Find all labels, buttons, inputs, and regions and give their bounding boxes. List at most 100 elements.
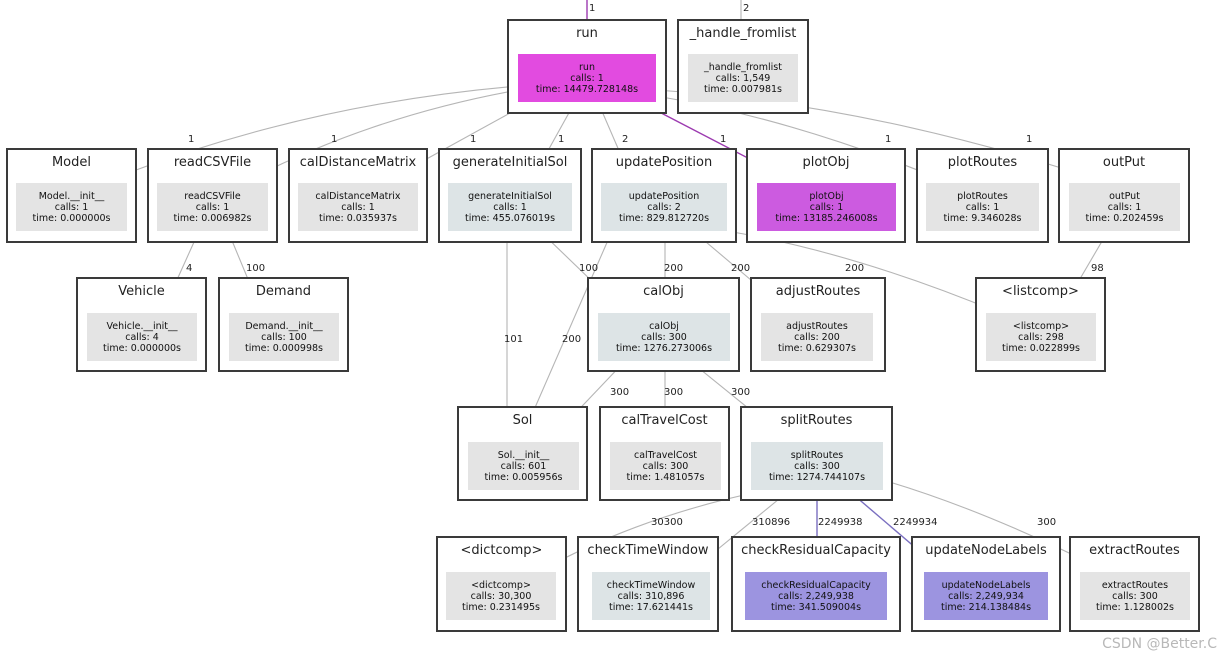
- edge-label-top2-to-handle: 2: [743, 3, 750, 14]
- node-name: readCSVFile: [184, 190, 241, 202]
- node-name: updatePosition: [628, 190, 700, 202]
- node-calls: calls: 2: [647, 201, 681, 213]
- node-name: calObj: [649, 320, 679, 332]
- frame-title: _handle_fromlist: [689, 26, 797, 41]
- edge-label-run-to-readcsv: 1: [331, 134, 338, 145]
- frame-title: calTravelCost: [621, 413, 708, 428]
- frame-title: Sol: [512, 413, 533, 428]
- edge-label-readcsv-to-demand: 100: [246, 263, 266, 274]
- frame-title: Vehicle: [118, 284, 165, 299]
- node-name: extractRoutes: [1101, 579, 1169, 591]
- edge-label-run-to-plotobj: 1: [720, 134, 727, 145]
- node-calls: calls: 300: [794, 460, 840, 472]
- node-name: updateNodeLabels: [941, 579, 1031, 591]
- frame-title: run: [576, 26, 598, 41]
- edge-label-output-to-listcomp: 98: [1091, 263, 1104, 274]
- node-time: time: 14479.728148s: [535, 83, 639, 95]
- node-calls: calls: 30,300: [470, 590, 532, 602]
- frame-title: plotRoutes: [947, 155, 1018, 170]
- node-time: time: 341.509004s: [770, 601, 862, 613]
- frame-title: outPut: [1102, 155, 1146, 170]
- frame-title: extractRoutes: [1089, 543, 1180, 558]
- node-name: _handle_fromlist: [704, 61, 782, 73]
- node-name: checkTimeWindow: [606, 579, 696, 591]
- edge-label-run-to-output: 1: [1026, 134, 1033, 145]
- frame-title: splitRoutes: [780, 413, 853, 428]
- node-time: time: 0.000998s: [245, 342, 323, 354]
- node-calls: calls: 300: [1112, 590, 1158, 602]
- frame-title: Demand: [255, 284, 312, 299]
- edge-label-split-to-checkres: 2249938: [818, 517, 863, 528]
- edge-label-split-to-checktw: 310896: [752, 517, 791, 528]
- edge-label-run-to-updpos: 2: [622, 134, 629, 145]
- node-time: time: 0.629307s: [778, 342, 856, 354]
- edge-label-updpos-to-calobj: 200: [664, 263, 684, 274]
- node-time: time: 0.005956s: [484, 471, 563, 483]
- frame-title: Model: [51, 155, 92, 170]
- edge-label-split-to-dictcomp: 30300: [651, 517, 683, 528]
- frame-title: calDistanceMatrix: [299, 155, 417, 170]
- node-name: outPut: [1109, 190, 1140, 202]
- node-calls: calls: 200: [794, 331, 840, 343]
- node-name: Vehicle.__init__: [106, 320, 178, 332]
- node-time: time: 1274.744107s: [768, 471, 866, 483]
- node-time: time: 0.000000s: [32, 212, 111, 224]
- node-time: time: 13185.246008s: [775, 212, 878, 224]
- edge-label-top1-to-run: 1: [589, 3, 596, 14]
- frame-title: generateInitialSol: [452, 155, 568, 170]
- node-time: time: 0.007981s: [704, 83, 782, 95]
- node-calls: calls: 2,249,934: [948, 590, 1024, 602]
- frame-title: checkResidualCapacity: [741, 543, 891, 558]
- node-time: time: 0.231495s: [462, 601, 540, 613]
- node-name: plotRoutes: [957, 190, 1008, 202]
- watermark-text: CSDN @Better.C: [1102, 636, 1217, 652]
- node-time: time: 0.035937s: [319, 212, 397, 224]
- edge-label-run-to-model: 1: [188, 134, 195, 145]
- node-time: time: 0.202459s: [1085, 212, 1164, 224]
- frame-title: plotObj: [802, 155, 850, 170]
- node-calls: calls: 2,249,938: [778, 590, 854, 602]
- edge-label-updpos-to-adjust: 200: [731, 263, 751, 274]
- node-time: time: 1.481057s: [626, 471, 705, 483]
- node-time: time: 0.000000s: [103, 342, 181, 354]
- edge-label-calobj-to-split: 300: [731, 387, 751, 398]
- edge-label-geninit-to-sol: 101: [504, 334, 524, 345]
- node-time: time: 17.621441s: [608, 601, 693, 613]
- node-name: calDistanceMatrix: [315, 190, 401, 202]
- edge-label-calobj-to-caltravel: 300: [664, 387, 684, 398]
- frame-title: adjustRoutes: [775, 284, 861, 299]
- frame-title: checkTimeWindow: [587, 543, 709, 558]
- node-calls: calls: 601: [500, 460, 547, 472]
- node-calls: calls: 300: [641, 331, 687, 343]
- node-name: checkResidualCapacity: [761, 579, 871, 591]
- node-calls: calls: 1: [493, 201, 527, 213]
- frame-title: <listcomp>: [1002, 284, 1079, 299]
- node-name: plotObj: [809, 190, 844, 202]
- node-name: Demand.__init__: [245, 320, 323, 332]
- node-name: adjustRoutes: [786, 320, 848, 332]
- edge-label-geninit-to-calobj: 100: [579, 263, 599, 274]
